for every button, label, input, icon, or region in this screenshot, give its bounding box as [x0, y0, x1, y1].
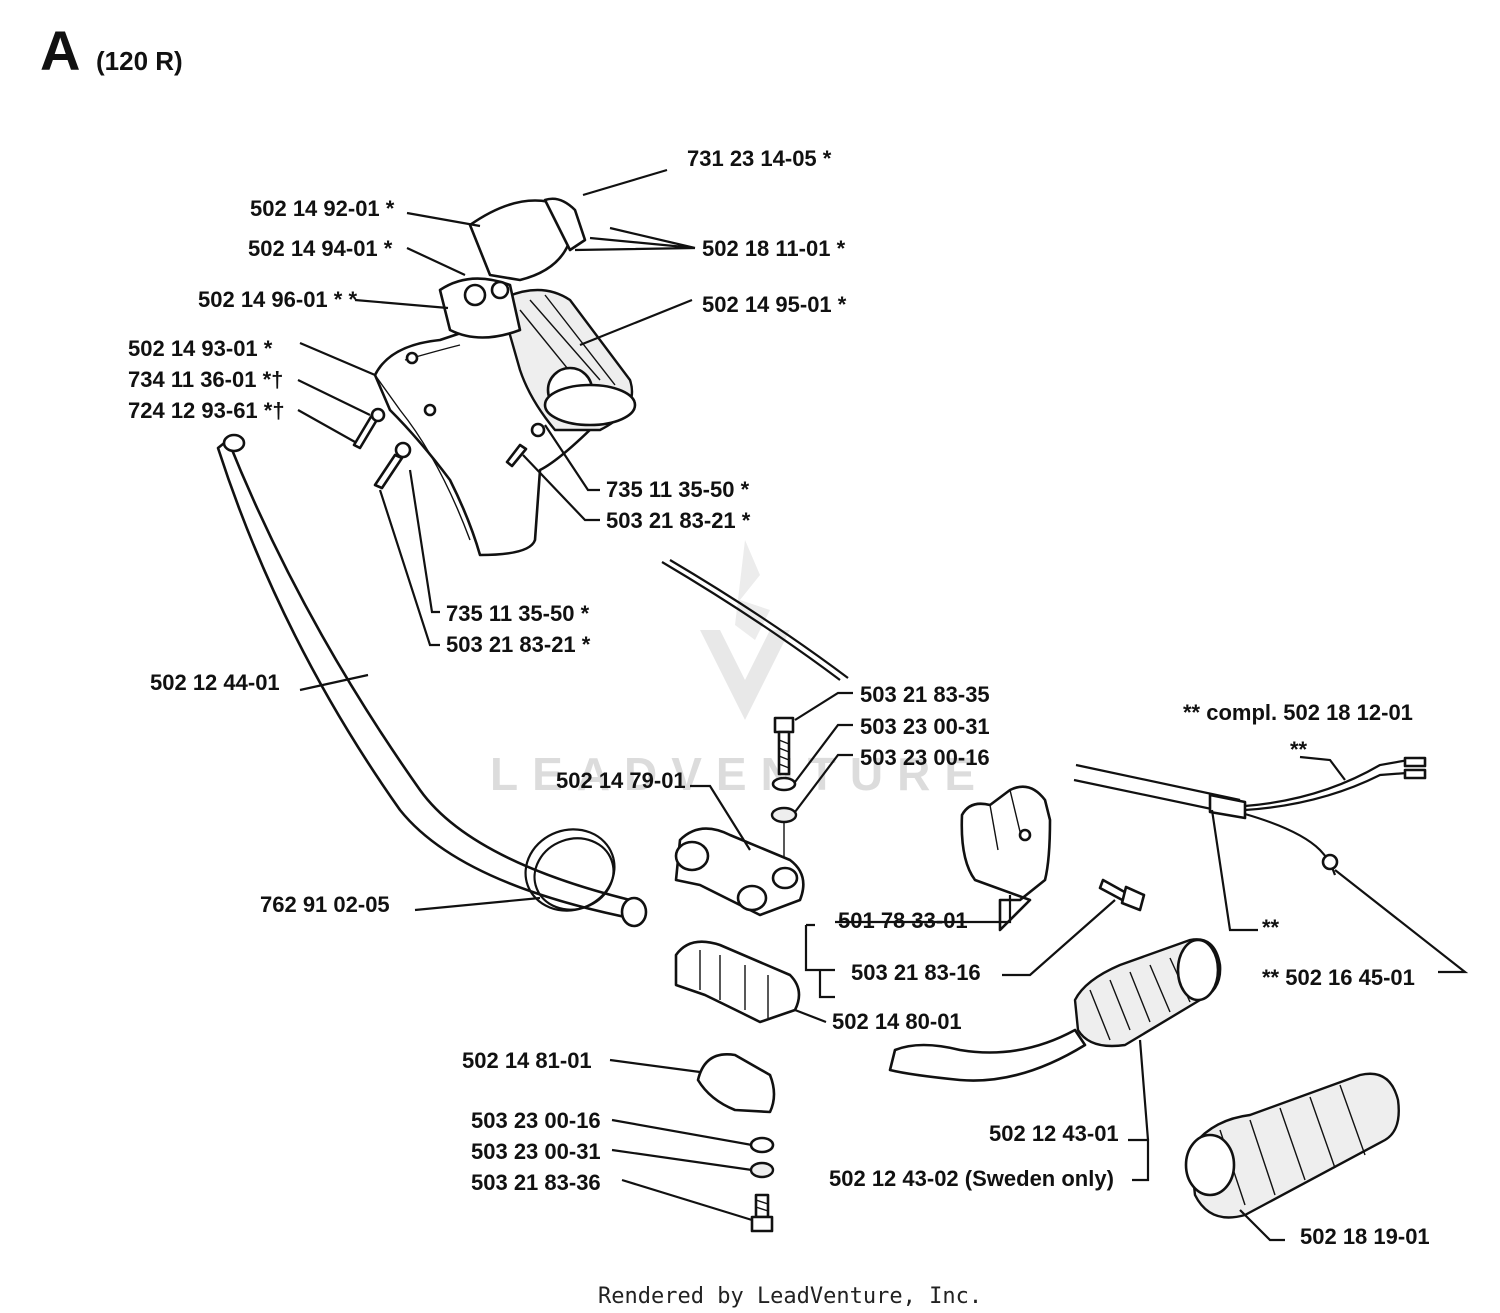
bracket-part	[960, 785, 1052, 932]
grip-part	[1184, 1072, 1400, 1219]
label-724-12-93-61: 724 12 93-61 *†	[128, 398, 285, 423]
label-compl-502-18-12-01: ** compl. 502 18 12-01	[1183, 700, 1413, 725]
watermark: LEADVENTURE	[490, 540, 989, 800]
upper-clamp-part	[674, 827, 805, 917]
small-clamp-part	[696, 1052, 776, 1114]
throttle-cable-line	[661, 561, 841, 681]
label-731-23-14-05: 731 23 14-05 *	[687, 146, 832, 171]
label-503-21-83-35: 503 21 83-35	[860, 682, 990, 707]
grip-tube-part	[888, 938, 1222, 1082]
label-503-21-83-36: 503 21 83-36	[471, 1170, 601, 1195]
label-502-14-96-01: 502 14 96-01 * *	[198, 287, 357, 312]
label-502-14-95-01: 502 14 95-01 *	[702, 292, 847, 317]
label-double-star-a: **	[1290, 737, 1308, 762]
watermark-text: LEADVENTURE	[490, 748, 989, 800]
handle-tube-part	[216, 433, 648, 928]
label-502-16-45-01: ** 502 16 45-01	[1262, 965, 1415, 990]
label-503-23-00-31-b: 503 23 00-31	[471, 1139, 601, 1164]
label-503-23-00-16-a: 503 23 00-16	[860, 745, 990, 770]
throttle-handle-part	[373, 197, 637, 557]
label-762-91-02-05: 762 91 02-05	[260, 892, 390, 917]
lower-clamp-part	[674, 940, 801, 1024]
label-502-14-81-01: 502 14 81-01	[462, 1048, 592, 1073]
label-double-star-b: **	[1262, 915, 1280, 940]
label-735-11-35-50-a: 735 11 35-50 *	[606, 477, 750, 502]
label-734-11-36-01: 734 11 36-01 *†	[128, 367, 283, 392]
label-503-21-83-21-a: 503 21 83-21 *	[606, 508, 751, 533]
leader-lines	[297, 168, 1469, 1242]
label-502-18-11-01: 502 18 11-01 *	[702, 236, 846, 261]
label-502-14-92-01: 502 14 92-01 *	[250, 196, 395, 221]
footer-credit: Rendered by LeadVenture, Inc.	[598, 1284, 982, 1309]
bottom-fasteners-part	[749, 1136, 775, 1233]
bolt-part	[770, 716, 798, 870]
throttle-cable-line-2	[669, 559, 849, 679]
label-502-12-43-02: 502 12 43-02 (Sweden only)	[829, 1166, 1114, 1191]
label-502-14-79-01: 502 14 79-01	[556, 768, 686, 793]
label-503-21-83-16: 503 21 83-16	[851, 960, 981, 985]
clamp-strap-part	[524, 828, 616, 912]
label-735-11-35-50-b: 735 11 35-50 *	[446, 601, 590, 626]
handle-screws-part	[352, 407, 546, 490]
diagram-title-model: (120 R)	[96, 46, 183, 76]
label-501-78-33-01: 501 78 33-01	[838, 908, 968, 933]
label-503-23-00-31-a: 503 23 00-31	[860, 714, 990, 739]
part-labels: 731 23 14-05 * 502 14 92-01 * 502 18 11-…	[128, 146, 1430, 1249]
label-503-23-00-16-b: 503 23 00-16	[471, 1108, 601, 1133]
label-502-14-94-01: 502 14 94-01 *	[248, 236, 393, 261]
label-502-14-93-01: 502 14 93-01 *	[128, 336, 273, 361]
label-502-12-43-01: 502 12 43-01	[989, 1121, 1119, 1146]
bracket-screw-part	[1098, 878, 1146, 912]
diagram-title-letter: A	[40, 19, 80, 82]
label-502-12-44-01: 502 12 44-01	[150, 670, 280, 695]
cable-assembly-part	[1073, 756, 1427, 876]
label-502-14-80-01: 502 14 80-01	[832, 1009, 962, 1034]
label-503-21-83-21-b: 503 21 83-21 *	[446, 632, 591, 657]
label-502-18-19-01: 502 18 19-01	[1300, 1224, 1430, 1249]
